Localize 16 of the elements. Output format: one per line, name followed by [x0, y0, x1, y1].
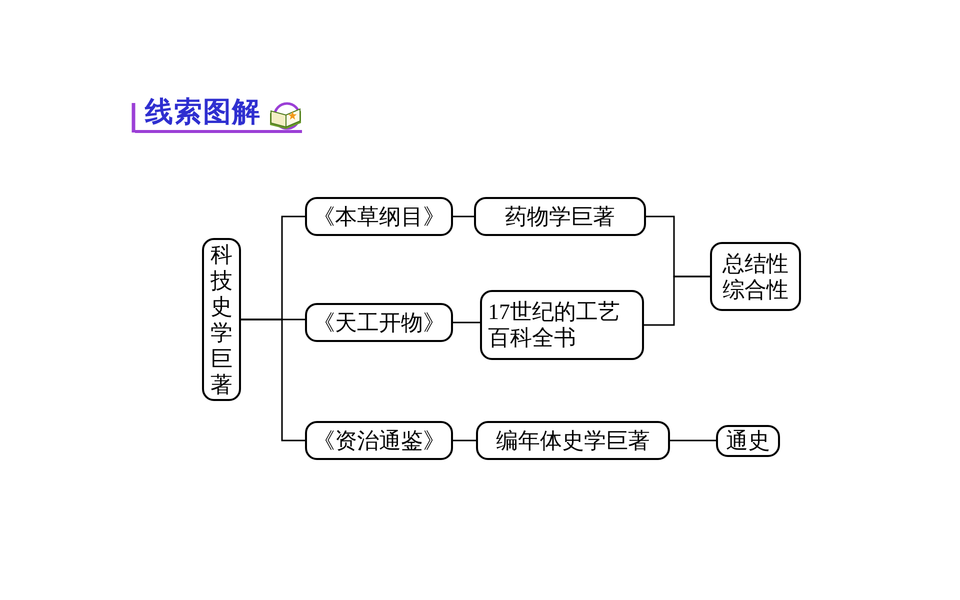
rounded-box: 编年体史学巨著 [476, 421, 670, 460]
rounded-box: 科技史学巨著 [202, 238, 241, 401]
rounded-box: 药物学巨著 [474, 197, 646, 236]
rounded-box: 《本草纲目》 [305, 197, 453, 236]
connector-line [453, 440, 476, 442]
connector-line [644, 276, 710, 326]
rounded-box: 通史 [716, 425, 780, 457]
connector-line [453, 322, 480, 324]
rounded-box: 《天工开物》 [305, 303, 453, 342]
rounded-box: 总结性综合性 [710, 242, 801, 311]
connector-line [241, 318, 305, 442]
connector-line [453, 216, 474, 218]
rounded-box: 17世纪的工艺百科全书 [480, 290, 644, 360]
connector-line [670, 440, 716, 442]
heading: 线索图解 [145, 96, 261, 127]
rounded-box: 《资治通鉴》 [305, 421, 453, 460]
